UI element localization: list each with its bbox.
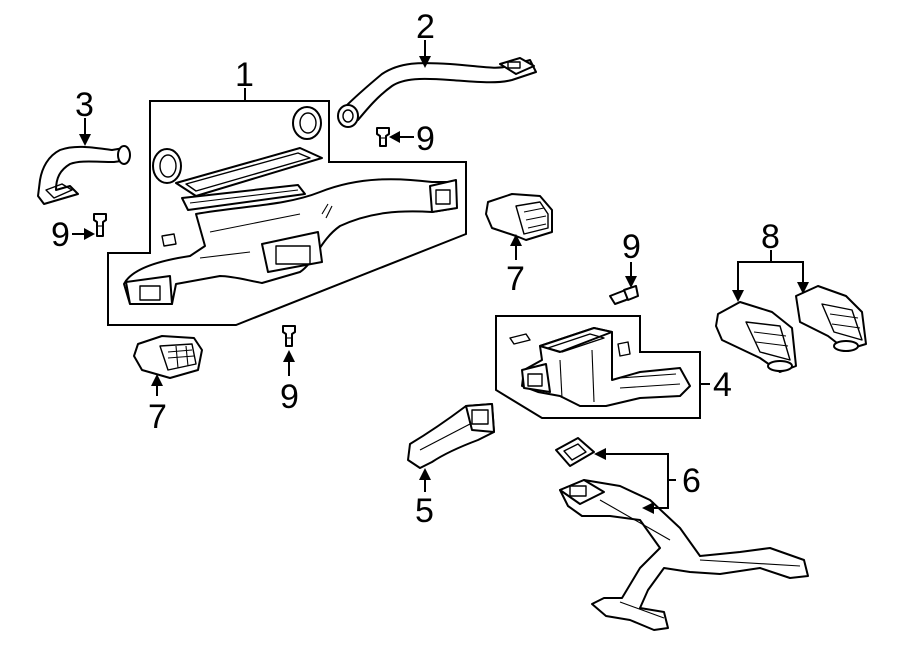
- part-4-group-outline: [495, 315, 701, 419]
- grommet-right: [292, 106, 322, 140]
- callout-9-center[interactable]: 9: [280, 378, 299, 416]
- fastener-left: [93, 213, 107, 237]
- callout-4[interactable]: 4: [713, 366, 732, 404]
- callout-8[interactable]: 8: [761, 218, 780, 256]
- duct-seal: [555, 437, 595, 467]
- callout-9-right[interactable]: 9: [622, 228, 641, 266]
- part-6-floor-duct[interactable]: [555, 437, 809, 631]
- callout-labels: 1 2 3 9 9 9 9 7 7 8 4 5 6: [51, 8, 780, 530]
- callout-1[interactable]: 1: [235, 56, 254, 94]
- callout-6[interactable]: 6: [682, 462, 701, 500]
- callout-9-left[interactable]: 9: [51, 216, 70, 254]
- part-1-group[interactable]: [107, 100, 467, 326]
- fastener-top: [376, 127, 390, 147]
- defroster-grille: [175, 147, 323, 211]
- callout-9-top[interactable]: 9: [416, 120, 435, 158]
- main-duct: [123, 178, 458, 305]
- part-2-duct-tube[interactable]: [337, 57, 537, 128]
- leader-lines: [72, 40, 809, 514]
- rear-duct-assembly: [509, 327, 691, 407]
- part-4-group[interactable]: [495, 315, 701, 419]
- fastener-center: [282, 325, 296, 347]
- fastener-right: [609, 285, 639, 305]
- callout-7-lower[interactable]: 7: [148, 398, 167, 436]
- grommet-left: [152, 148, 182, 184]
- part-1-group-outline: [107, 100, 467, 326]
- callout-3[interactable]: 3: [75, 86, 94, 124]
- part-8-vent-left[interactable]: [715, 301, 797, 373]
- callout-2[interactable]: 2: [416, 8, 435, 46]
- part-8-vent-right[interactable]: [795, 285, 867, 352]
- part-7-vent-upper[interactable]: [485, 193, 553, 241]
- part-5-floor-duct[interactable]: [407, 403, 495, 469]
- part-3-side-duct[interactable]: [37, 145, 131, 205]
- part-7-vent-lower[interactable]: [133, 335, 203, 379]
- callout-5[interactable]: 5: [415, 492, 434, 530]
- callout-7-upper[interactable]: 7: [506, 260, 525, 298]
